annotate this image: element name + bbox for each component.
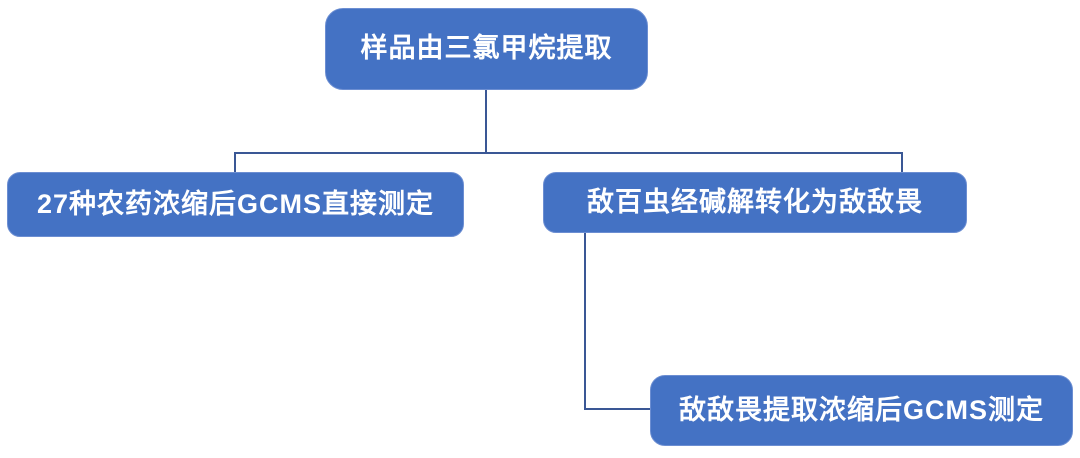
node-label: 样品由三氯甲烷提取 (360, 33, 613, 64)
flowchart-node-sample-extraction: 样品由三氯甲烷提取 (325, 8, 648, 90)
flowchart-node-dichlorvos-gcms-determination: 敌敌畏提取浓缩后GCMS测定 (650, 375, 1073, 446)
node-label: 敌敌畏提取浓缩后GCMS测定 (679, 394, 1044, 425)
node-label: 敌百虫经碱解转化为敌敌畏 (587, 186, 923, 217)
flowchart-node-alkaline-hydrolysis-conversion: 敌百虫经碱解转化为敌敌畏 (543, 172, 967, 233)
connector-horizontal-rail (234, 152, 903, 154)
node-label: 27种农药浓缩后GCMS直接测定 (36, 188, 435, 219)
connector-elbow-to-bottom (584, 408, 650, 410)
connector-root-stem (485, 90, 487, 153)
connector-drop-left (234, 152, 236, 172)
flowchart-node-gcms-direct-determination: 27种农药浓缩后GCMS直接测定 (7, 172, 464, 237)
connector-drop-right (901, 152, 903, 172)
connector-right-stem (584, 233, 586, 410)
